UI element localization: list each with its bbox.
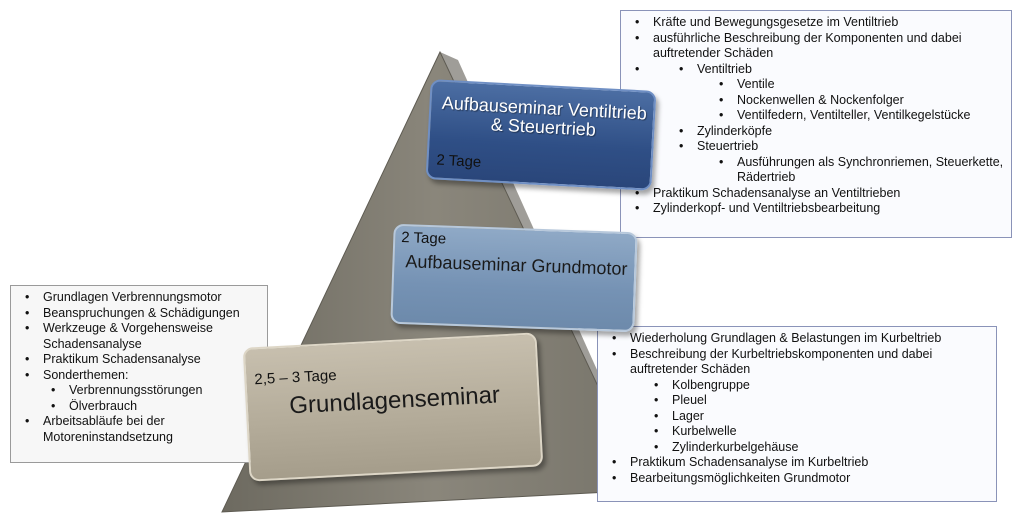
list-item: Bearbeitungsmöglichkeiten Grundmotor — [604, 471, 990, 487]
list-item: Ausführungen als Synchronriemen, Steuerk… — [711, 155, 1005, 186]
list-item: Kolbengruppe — [646, 378, 990, 394]
list-item: Kurbelwelle — [646, 424, 990, 440]
list-item: Zylinderkurbelgehäuse — [646, 440, 990, 456]
level-box-valvetrain: Aufbauseminar Ventiltrieb & Steuertrieb … — [425, 79, 657, 191]
list-item: Nockenwellen & Nockenfolger — [711, 93, 1005, 109]
list-item: Ölverbrauch — [43, 399, 261, 415]
list-item: Grundlagen Verbrennungsmotor — [17, 290, 261, 306]
list-item: Pleuel — [646, 393, 990, 409]
list-item: Ventilfedern, Ventilteller, Ventilkegels… — [711, 108, 1005, 124]
list-item: Sonderthemen: Verbrennungsstörungen Ölve… — [17, 368, 261, 415]
list-item: Arbeitsabläufe bei der Motoreninstandset… — [17, 414, 261, 445]
list-item: Ventile — [711, 77, 1005, 93]
list-item: ausführliche Beschreibung der Komponente… — [627, 31, 1005, 62]
list-item: Wiederholung Grundlagen & Belastungen im… — [604, 331, 990, 347]
list-item: Zylinderkopf- und Ventiltriebsbearbeitun… — [627, 201, 1005, 217]
valvetrain-topics-panel: Kräfte und Bewegungsgesetze im Ventiltri… — [620, 10, 1012, 238]
list-item: Praktikum Schadensanalyse im Kurbeltrieb — [604, 455, 990, 471]
list-item: Praktikum Schadensanalyse an Ventiltrieb… — [627, 186, 1005, 202]
list-item: Kräfte und Bewegungsgesetze im Ventiltri… — [627, 15, 1005, 31]
duration-label: 2,5 – 3 Tage — [253, 366, 338, 389]
list-item: Beanspruchungen & Schädigungen — [17, 306, 261, 322]
duration-label: 2 Tage — [401, 229, 447, 248]
basics-topics-panel: Grundlagen Verbrennungsmotor Beanspruchu… — [10, 285, 268, 463]
list-item: Werkzeuge & Vorgehensweise Schadensanaly… — [17, 321, 261, 352]
list-item: Ventiltrieb Ventile Nockenwellen & Nocke… — [671, 62, 1005, 124]
level-box-basic-engine: 2 Tage Aufbauseminar Grundmotor — [390, 223, 638, 333]
list-item: Lager — [646, 409, 990, 425]
duration-label: 2 Tage — [436, 151, 482, 171]
list-item: Praktikum Schadensanalyse — [17, 352, 261, 368]
level-title: Grundlagenseminar — [288, 381, 501, 420]
crankdrive-topics-panel: Wiederholung Grundlagen & Belastungen im… — [597, 326, 997, 502]
list-item: Beschreibung der Kurbeltriebskomponenten… — [604, 347, 990, 456]
level-box-fundamentals: 2,5 – 3 Tage Grundlagenseminar — [242, 332, 544, 482]
list-item: Zylinderköpfe — [671, 124, 1005, 140]
list-item: Steuertrieb Ausführungen als Synchronrie… — [671, 139, 1005, 186]
list-item: Verbrennungsstörungen — [43, 383, 261, 399]
level-title: Aufbauseminar Ventiltrieb & Steuertrieb — [441, 92, 648, 141]
level-title: Aufbauseminar Grundmotor — [405, 251, 628, 279]
list-item: Ventiltrieb Ventile Nockenwellen & Nocke… — [627, 62, 1005, 186]
